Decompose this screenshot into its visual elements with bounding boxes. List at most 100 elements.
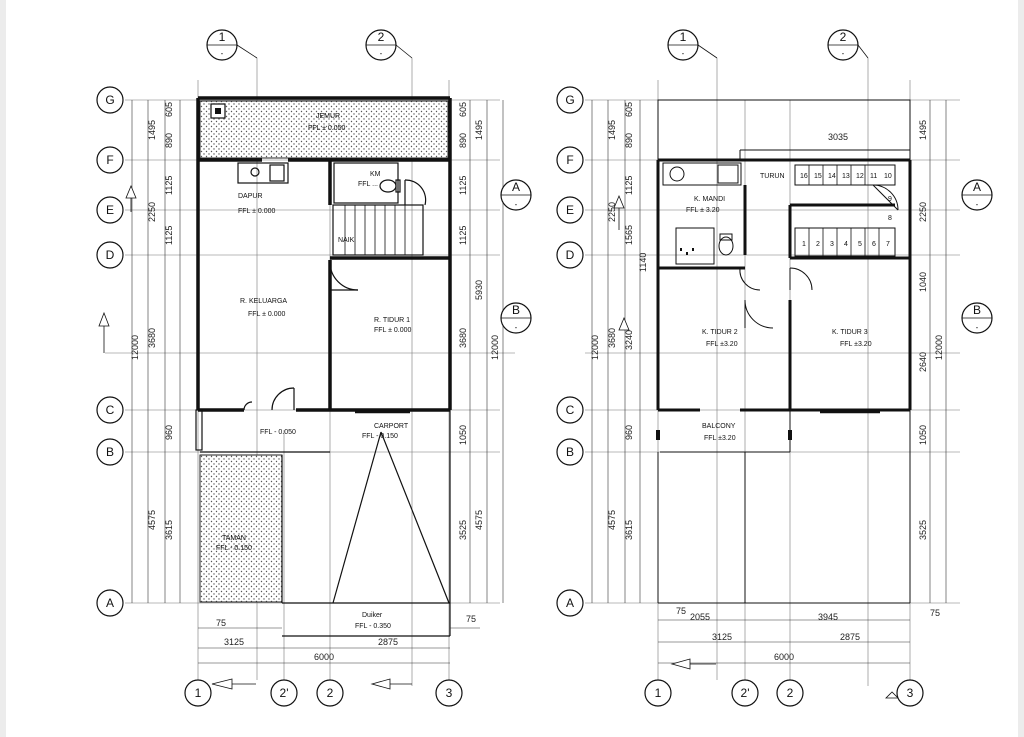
room-jemur-label: JEMUR	[316, 113, 340, 120]
grid2-c-label: C	[566, 403, 575, 417]
grid-col-2-label: 2	[378, 30, 385, 44]
room-taman-ffl: FFL - 0.150	[216, 545, 252, 552]
dim2-left-outer: 12000	[590, 335, 600, 360]
dim2-right-d: 1050	[918, 425, 928, 445]
grid-col-1-label: 1	[219, 30, 226, 44]
grid2-bot-2prime: 2'	[741, 686, 750, 700]
dim2-left-c1: 3240	[624, 330, 634, 350]
step-12: 12	[856, 173, 864, 180]
dim-bot-6000: 6000	[314, 652, 334, 662]
grid2-bot-2: 2	[787, 686, 794, 700]
stair-lower-numbers: 1 2 3 4 5 6 7	[802, 241, 890, 248]
grid-col-1-sub: -	[221, 49, 224, 58]
grid-col-2-sub: -	[380, 49, 383, 58]
grid2-bot-1: 1	[655, 686, 662, 700]
step-2: 2	[816, 241, 820, 248]
step-3: 3	[830, 241, 834, 248]
dim-right-b1: 1125	[458, 176, 468, 195]
dim-right-b2: 1125	[458, 226, 468, 245]
dim2-left-a: 1495	[607, 120, 617, 140]
section-b-sub: -	[515, 323, 518, 332]
grid2-e-label: E	[566, 203, 574, 217]
dim-left-a: 1495	[147, 120, 157, 140]
dim2-right-outer: 12000	[934, 335, 944, 360]
grid2-b-label: B	[566, 445, 574, 459]
section-a-sub: -	[515, 200, 518, 209]
stair-turun-label: TURUN	[760, 173, 785, 180]
step-9: 9	[888, 196, 892, 203]
room-tidur2-label: K. TIDUR 2	[702, 329, 738, 336]
dim-left-e1: 3615	[164, 520, 174, 540]
dim2-left-b2: 1565	[624, 225, 634, 245]
dim2-bot-3945: 3945	[818, 612, 838, 622]
dim2-left-a2: 890	[624, 133, 634, 148]
dim-bot-75b: 75	[466, 614, 476, 624]
grid2-d-label: D	[566, 248, 575, 262]
dim-left-e: 4575	[147, 510, 157, 530]
dim-right-e1: 3525	[458, 520, 468, 540]
dim2-left-e: 4575	[607, 510, 617, 530]
grid-e-label: E	[106, 203, 114, 217]
room-tidur1-ffl: FFL ± 0.000	[374, 327, 412, 334]
upper-bottom-dimensions: 75 75 2055 3945 3125 2875 6000	[676, 606, 940, 662]
ground-floor-plan: JEMUR FFL ± 0.050 DAPUR FFL ± 0.000 KM F…	[98, 58, 515, 690]
grid-d-label: D	[106, 248, 115, 262]
dim2-left-a1: 605	[624, 102, 634, 117]
dim-right-a: 1495	[474, 120, 484, 140]
ground-bottom-dimensions: 75 75 3125 2875 6000	[216, 614, 476, 662]
jemur-area	[199, 100, 449, 159]
step-4: 4	[844, 241, 848, 248]
section-a-label: A	[512, 180, 520, 194]
dim-left-b1: 1125	[164, 176, 174, 195]
dim-right-d: 1050	[458, 425, 468, 445]
step-1: 1	[802, 241, 806, 248]
grid2-bot-3: 3	[907, 686, 914, 700]
room-kmandi-label: K. MANDI	[694, 196, 725, 203]
room-tidur1-label: R. TIDUR 1	[374, 317, 410, 324]
step-5: 5	[858, 241, 862, 248]
grid-bot-2prime: 2'	[280, 686, 289, 700]
ground-left-dimensions: 12000 1495 605 890 2250 1125 1125 3680 9…	[130, 102, 174, 540]
grid-b-label: B	[106, 445, 114, 459]
dim-left-a2: 890	[164, 133, 174, 148]
stair-side-numbers: 9 8	[888, 196, 892, 222]
step-13: 13	[842, 173, 850, 180]
dim-bot-75a: 75	[216, 618, 226, 628]
dim2-bot-75a: 75	[676, 606, 686, 616]
room-dapur-label: DAPUR	[238, 193, 263, 200]
room-jemur-ffl: FFL ± 0.050	[308, 125, 346, 132]
grid-g-label: G	[105, 93, 114, 107]
dim2-left-b: 2250	[607, 202, 617, 222]
section2-b-sub: -	[976, 323, 979, 332]
room-keluarga-ffl: FFL ± 0.000	[248, 311, 286, 318]
step-7: 7	[886, 241, 890, 248]
grid-bot-1: 1	[195, 686, 202, 700]
grid-col-labels-bottom: 1 2' 2 3 1 2' 2 3	[195, 686, 914, 700]
dim2-right-a: 1495	[918, 120, 928, 140]
upper-floor-plan: TURUN 3035 K. MANDI FFL ± 3.20 K. TIDUR …	[585, 58, 960, 699]
grid-bot-2: 2	[327, 686, 334, 700]
dim-right-outer: 12000	[490, 335, 500, 360]
room-carport-ffl: FFL - 0.150	[362, 433, 398, 440]
dim2-bot-6000: 6000	[774, 652, 794, 662]
dim-left-a1: 605	[164, 102, 174, 117]
dim2-left-c: 3680	[607, 328, 617, 348]
dim-left-d: 960	[164, 425, 174, 440]
room-km-ffl: FFL ...	[358, 181, 378, 188]
step-15: 15	[814, 173, 822, 180]
duiker-ffl: FFL - 0.350	[355, 623, 391, 630]
step-11: 11	[870, 173, 877, 180]
room-km-label: KM	[370, 171, 381, 178]
sheet-right-edge	[1018, 0, 1024, 737]
room-tidur2-ffl: FFL ±3.20	[706, 341, 738, 348]
room-kmandi-ffl: FFL ± 3.20	[686, 207, 720, 214]
dim-right-a2: 890	[458, 133, 468, 148]
dim2-left-b3: 1140	[638, 253, 648, 272]
dim-left-b: 2250	[147, 202, 157, 222]
step-10: 10	[884, 173, 892, 180]
dim-right-e: 4575	[474, 510, 484, 530]
upper-right-dimensions: 1495 2250 1040 2640 12000 1050 3525	[918, 120, 944, 540]
grid2-g-label: G	[565, 93, 574, 107]
room-tidur3-label: K. TIDUR 3	[832, 329, 868, 336]
